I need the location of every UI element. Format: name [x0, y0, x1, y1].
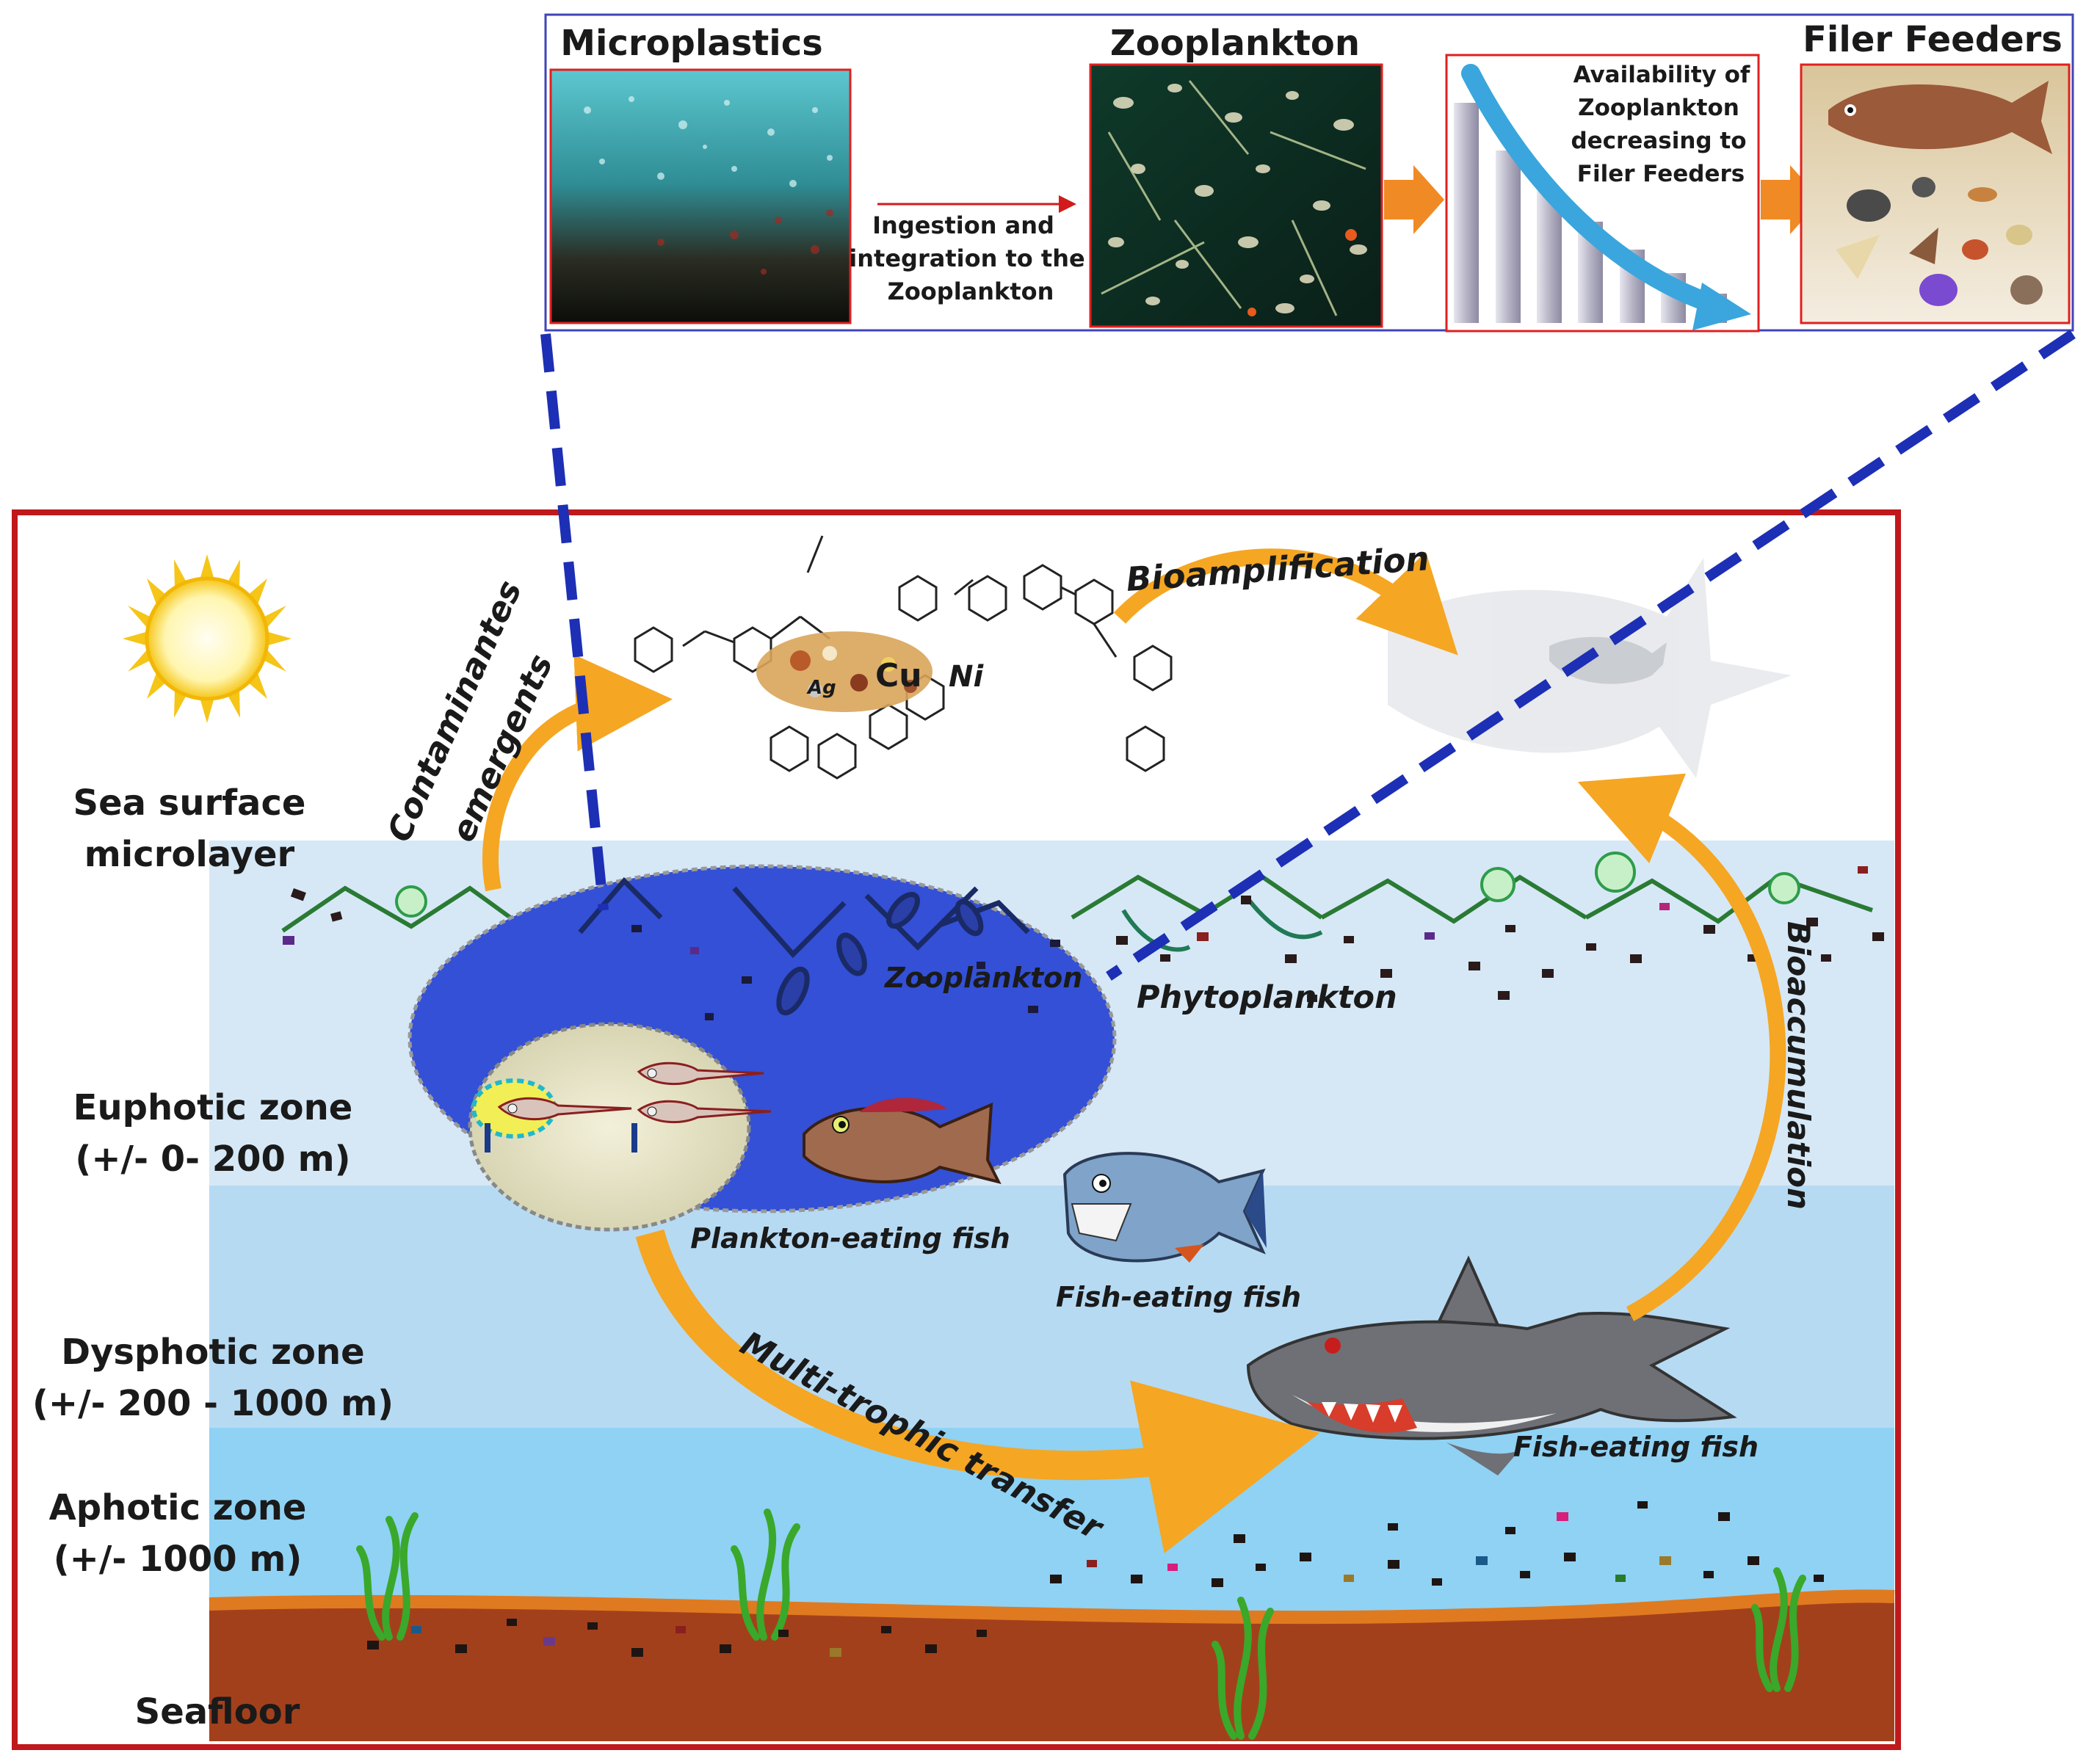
seafloor-microplastics: [367, 1501, 1824, 1657]
plankton-eating-fish: [803, 1097, 1002, 1184]
larval-fish-group: [471, 1061, 772, 1153]
dysphotic-label-1: Dysphotic zone: [61, 1332, 364, 1373]
zooplankton-label: Zooplankton: [884, 962, 1082, 994]
euphotic-label-2: (+/- 0- 200 m): [75, 1139, 350, 1180]
chemical-structures: [634, 535, 1173, 780]
euphotic-label-1: Euphotic zone: [73, 1087, 353, 1128]
connector-line-right: [1106, 330, 2076, 981]
availability-chart: Availability of Zooplankton decreasing t…: [1445, 54, 1760, 333]
fish-eating-fish-piranha: [1062, 1152, 1267, 1263]
availability-text-2: Zooplankton: [1578, 95, 1739, 121]
surface-label-1: Sea surface: [73, 783, 306, 824]
copper-symbol: Cu: [875, 657, 922, 694]
seaweed-group: [356, 1509, 1806, 1740]
dysphotic-label-2: (+/- 200 - 1000 m): [32, 1383, 394, 1424]
surface-microplastics: [283, 866, 1884, 1002]
multi-trophic-arrow: [635, 1229, 1320, 1553]
microplastics-title: Microplastics: [560, 23, 823, 64]
aphotic-label-2: (+/- 1000 m): [54, 1539, 303, 1580]
availability-text-1: Availability of: [1573, 62, 1750, 88]
fish-eating-fish-label-1: Fish-eating fish: [1056, 1281, 1301, 1313]
connector-line-left: [540, 333, 609, 911]
bioaccumulation-label: Bioaccumulation: [1781, 921, 1817, 1210]
filer-feeders-title: Filer Feeders: [1803, 19, 2063, 60]
surface-label-2: microlayer: [84, 834, 295, 875]
microplastics-photo: [549, 68, 852, 324]
plankton-eating-fish-label: Plankton-eating fish: [690, 1222, 1010, 1255]
availability-text-3: decreasing to: [1571, 128, 1746, 154]
ingestion-text-2: integration to the: [849, 244, 1084, 272]
zooplankton-photo: [1089, 63, 1383, 328]
bioamplification-arrow: [1113, 548, 1458, 656]
metal-particles: [756, 631, 932, 712]
oval-microplastics: [631, 925, 1060, 1020]
ocean-panel: Sea surface microlayer Euphotic zone (+/…: [12, 330, 2076, 1750]
fish-eating-fish-shark: [1246, 1255, 1737, 1476]
seafloor-band: [209, 1596, 1894, 1741]
bioaccumulation-arrow: [1577, 773, 1786, 1321]
seafloor-label: Seafloor: [135, 1691, 300, 1732]
phytoplankton-label: Phytoplankton: [1137, 979, 1397, 1016]
filter-feeders-photo: [1800, 63, 2071, 324]
flow-arrow-1: [1384, 165, 1444, 234]
flow-arrow-2: [1761, 165, 1821, 234]
zooplankton-title: Zooplankton: [1110, 23, 1360, 64]
top-panel: Microplastics Zooplankton Filer Feeders …: [544, 13, 2074, 333]
nickel-symbol: Ni: [949, 660, 984, 694]
aphotic-label-1: Aphotic zone: [49, 1487, 307, 1528]
zooplankton-organisms: [578, 876, 1030, 1016]
ingestion-text-3: Zooplankton: [888, 277, 1054, 305]
silver-symbol: Ag: [806, 677, 836, 699]
ingestion-text-1: Ingestion and: [872, 211, 1054, 239]
fish-eating-fish-label-2: Fish-eating fish: [1513, 1431, 1759, 1463]
sun-icon: [123, 554, 291, 723]
availability-text-4: Filer Feeders: [1577, 161, 1745, 187]
